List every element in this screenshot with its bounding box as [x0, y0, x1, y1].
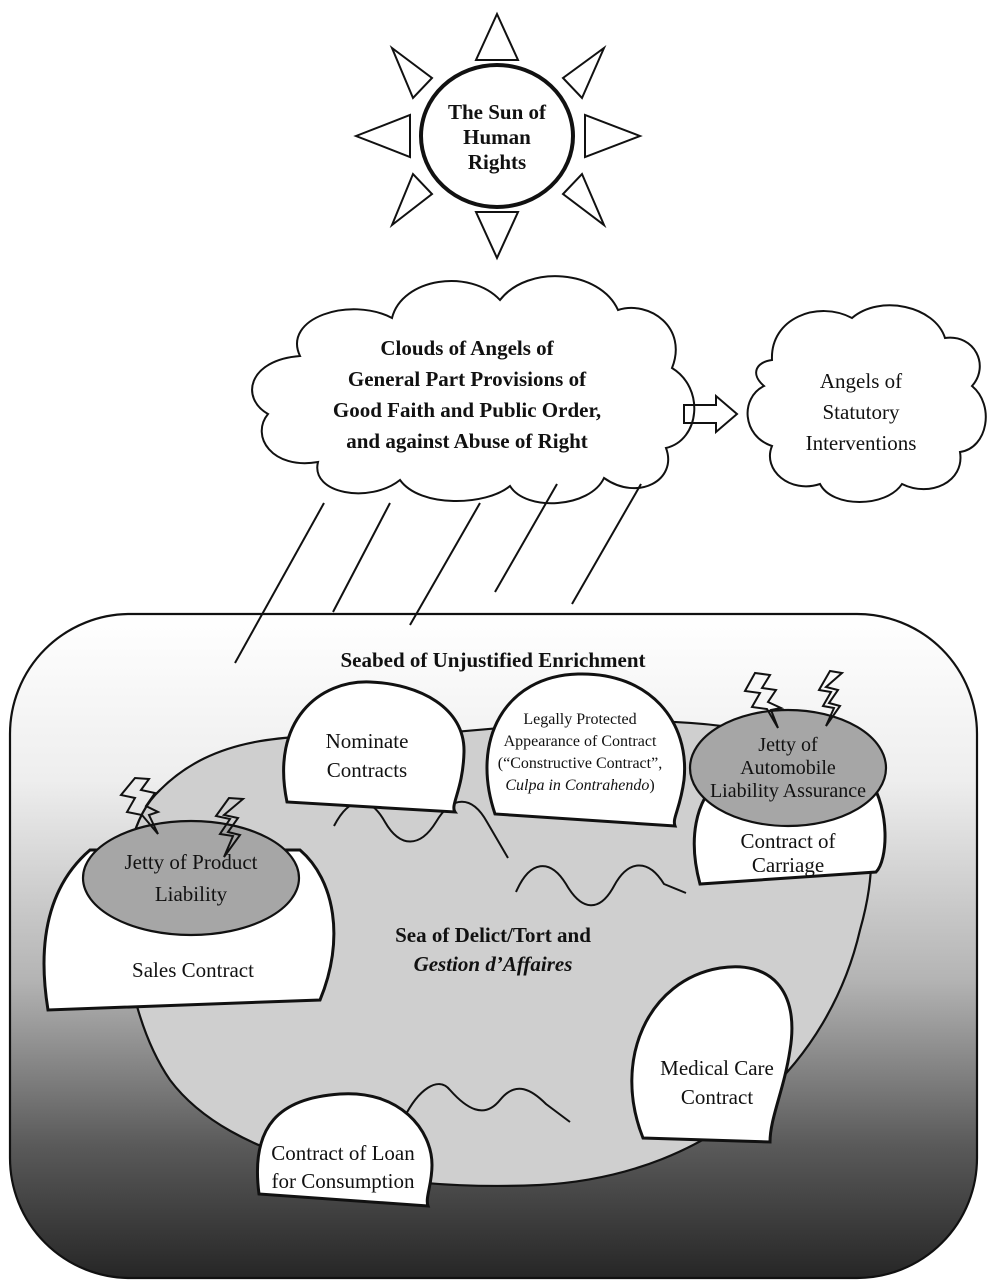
appearance-line4-end: ) — [649, 777, 654, 794]
rain-line-5 — [571, 483, 642, 605]
carriage-line1: Contract of — [740, 829, 835, 853]
sun-circle — [419, 63, 575, 209]
sun-label-line1: The Sun of — [448, 100, 547, 124]
island-nominate-label: Nominate Contracts — [326, 729, 409, 782]
main-cloud-line2: General Part Provisions of — [348, 367, 587, 391]
sea-label-line1: Sea of Delict/Tort and — [395, 923, 591, 947]
sun-label-line3: Rights — [468, 150, 526, 174]
carriage-line2: Carriage — [752, 853, 824, 877]
island-legally-protected-appearance — [485, 672, 687, 828]
lightning-icon — [119, 669, 845, 858]
lightning-bolt-1 — [743, 671, 785, 729]
wave-2 — [515, 864, 687, 907]
sea-label-line2: Gestion d’Affaires — [414, 952, 573, 976]
jetty-product-label: Jetty of Product Liability — [125, 850, 258, 906]
sun-ray-bottom-right — [561, 172, 607, 229]
sun-ray-top-left — [389, 44, 434, 100]
sun-ray-top — [474, 11, 520, 61]
loan-line1: Contract of Loan — [271, 1141, 415, 1165]
appearance-line4-italic: Culpa in Contrahendo — [505, 777, 649, 794]
automobile-line2: Automobile — [740, 757, 836, 779]
sun-label-line2: Human — [463, 125, 531, 149]
side-cloud-label: Angels of Statutory Interventions — [806, 369, 917, 455]
island-loan-label: Contract of Loan for Consumption — [271, 1141, 415, 1193]
wave-3 — [403, 1083, 571, 1123]
island-medical-care-contract — [630, 965, 794, 1144]
sun-ray-top-right — [561, 44, 607, 100]
main-cloud-line4: and against Abuse of Right — [346, 429, 588, 453]
product-line2: Liability — [155, 882, 228, 906]
main-cloud-line1: Clouds of Angels of — [380, 336, 554, 360]
sun-ray-bottom — [474, 211, 520, 261]
jetty-automobile-label: Jetty of Automobile Liability Assurance — [710, 734, 866, 802]
appearance-line3: (“Constructive Contract”, — [498, 755, 662, 772]
sun-ray-bottom-left — [389, 172, 434, 229]
rain-line-4 — [494, 483, 558, 593]
appearance-line4: Culpa in Contrahendo) — [505, 777, 654, 794]
seabed-label: Seabed of Unjustified Enrichment — [340, 648, 645, 672]
side-cloud-line1: Angels of — [820, 369, 902, 393]
lightning-bolt-4 — [214, 796, 246, 858]
product-line1: Jetty of Product — [125, 850, 258, 874]
main-cloud-line3: Good Faith and Public Order, — [333, 398, 601, 422]
automobile-line1: Jetty of — [758, 734, 818, 756]
rain-line-3 — [409, 502, 481, 626]
arrow-right-icon — [683, 393, 739, 435]
nominate-line1: Nominate — [326, 729, 409, 753]
island-contract-of-loan — [256, 1092, 434, 1208]
side-cloud-line3: Interventions — [806, 431, 917, 455]
automobile-line3: Liability Assurance — [710, 780, 866, 802]
jetty-product-liability — [81, 819, 301, 937]
island-medical-label: Medical Care Contract — [660, 1056, 774, 1109]
sun-label: The Sun of Human Rights — [448, 100, 547, 174]
appearance-line1: Legally Protected — [523, 711, 636, 728]
lightning-bolt-2 — [817, 669, 845, 727]
island-carriage-label: Contract of Carriage — [740, 829, 835, 877]
medical-line1: Medical Care — [660, 1056, 774, 1080]
rain-line-2 — [332, 502, 391, 613]
nominate-line2: Contracts — [327, 758, 407, 782]
appearance-line2: Appearance of Contract — [504, 733, 657, 750]
sea-label: Sea of Delict/Tort and Gestion d’Affaire… — [395, 923, 591, 976]
sales-contract-label: Sales Contract — [132, 958, 254, 982]
sun-icon — [353, 11, 643, 261]
lightning-bolt-3 — [119, 776, 161, 835]
rain-icon — [234, 483, 642, 664]
rain-line-1 — [234, 502, 325, 664]
side-cloud-icon — [746, 304, 987, 503]
loan-line2: for Consumption — [272, 1169, 415, 1193]
main-cloud-label: Clouds of Angels of General Part Provisi… — [333, 336, 601, 453]
cloud-icon — [251, 275, 696, 505]
sun-ray-right — [584, 113, 643, 159]
side-cloud-line2: Statutory — [823, 400, 900, 424]
medical-line2: Contract — [681, 1085, 753, 1109]
island-appearance-label: Legally Protected Appearance of Contract… — [498, 711, 662, 794]
sun-ray-left — [353, 113, 411, 159]
island-nominate-contracts — [282, 680, 466, 814]
jetty-automobile-liability — [688, 708, 888, 828]
